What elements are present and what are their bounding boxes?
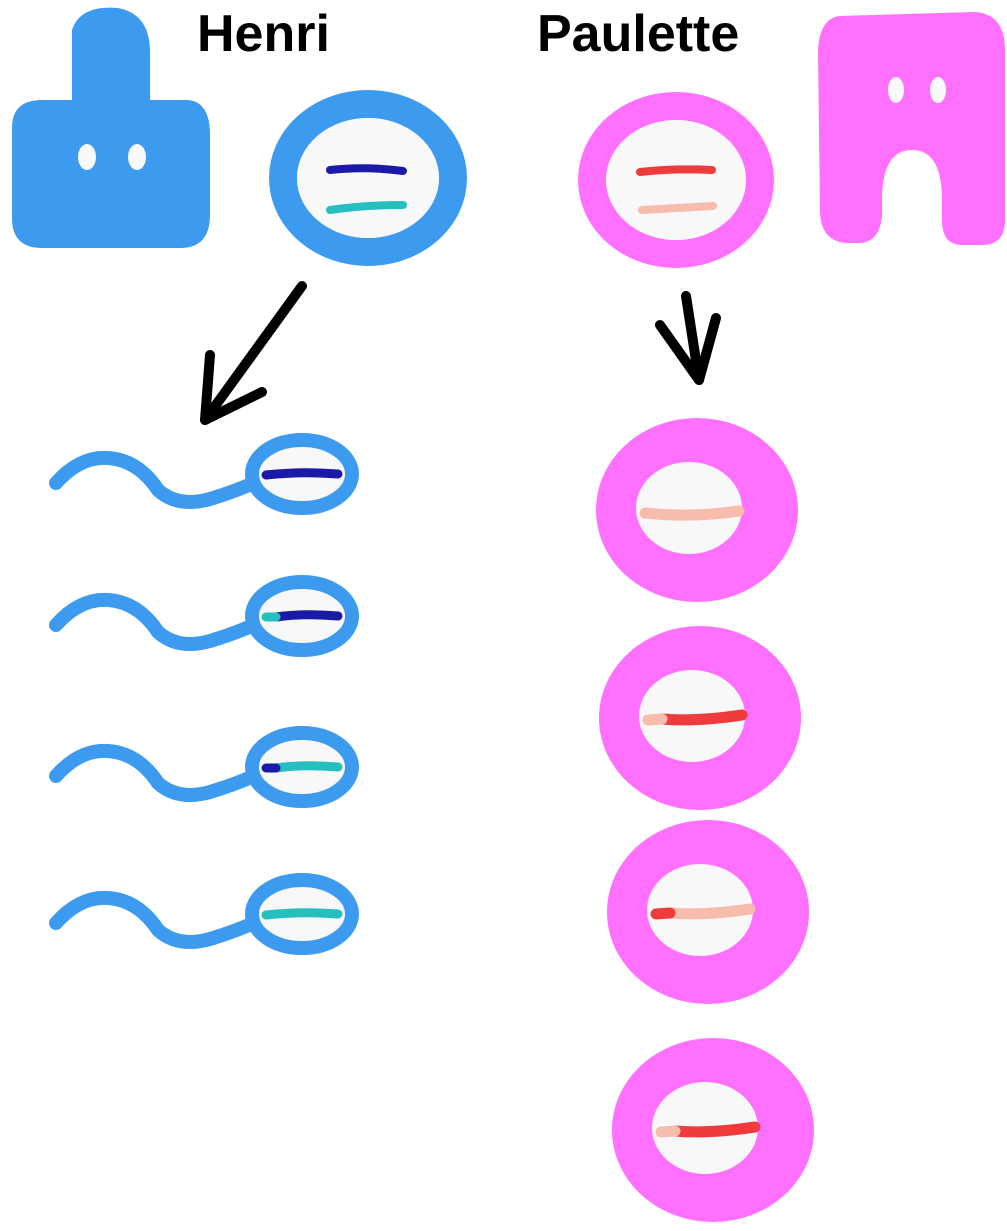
egg-chromosome-main xyxy=(675,1127,755,1132)
egg-chromosome-tip xyxy=(656,913,670,914)
egg-chromosome-tip xyxy=(648,719,662,720)
paulette-body xyxy=(818,12,1005,245)
egg-cell xyxy=(596,418,798,602)
paulette-parent-cell xyxy=(592,106,760,254)
henri-left-eye xyxy=(78,144,96,170)
paulette-chromosome-light xyxy=(642,206,713,210)
sperm-chromosome-main xyxy=(276,615,338,617)
paulette-chromosome-dark xyxy=(640,169,712,172)
sperm-cell xyxy=(56,733,352,801)
henri-right-eye xyxy=(128,144,146,170)
paulette-meiosis-arrow xyxy=(660,296,716,380)
sperm-chromosome-main xyxy=(276,766,338,768)
sperm-tail xyxy=(56,751,262,795)
henri-cell-nucleus xyxy=(297,118,439,238)
egg-cells xyxy=(596,418,814,1222)
egg-chromosome xyxy=(645,511,739,515)
sperm-chromosome xyxy=(266,913,338,915)
paulette-left-eye xyxy=(888,77,904,103)
sperm-tail xyxy=(56,458,262,502)
paulette-cell-nucleus xyxy=(606,120,746,240)
henri-chromosome-dark xyxy=(330,168,403,171)
henri-parent-cell xyxy=(283,104,453,252)
sperm-tail xyxy=(56,898,262,942)
paulette-right-eye xyxy=(930,77,946,103)
sperm-chromosome xyxy=(266,473,338,475)
henri-body xyxy=(12,8,210,248)
sperm-tail xyxy=(56,600,262,644)
egg-chromosome-main xyxy=(670,909,750,914)
henri-figure xyxy=(12,8,210,248)
egg-chromosome-main xyxy=(662,715,742,720)
sperm-cell xyxy=(56,582,352,650)
sperm-cell xyxy=(56,440,352,508)
paulette-figure xyxy=(818,12,1005,245)
egg-cell xyxy=(607,820,809,1004)
sperm-cell xyxy=(56,880,352,948)
egg-cell xyxy=(599,626,801,810)
sperm-cells xyxy=(56,440,352,948)
egg-cell xyxy=(612,1038,814,1222)
egg-chromosome-tip xyxy=(661,1131,675,1132)
henri-meiosis-arrow xyxy=(205,286,302,420)
